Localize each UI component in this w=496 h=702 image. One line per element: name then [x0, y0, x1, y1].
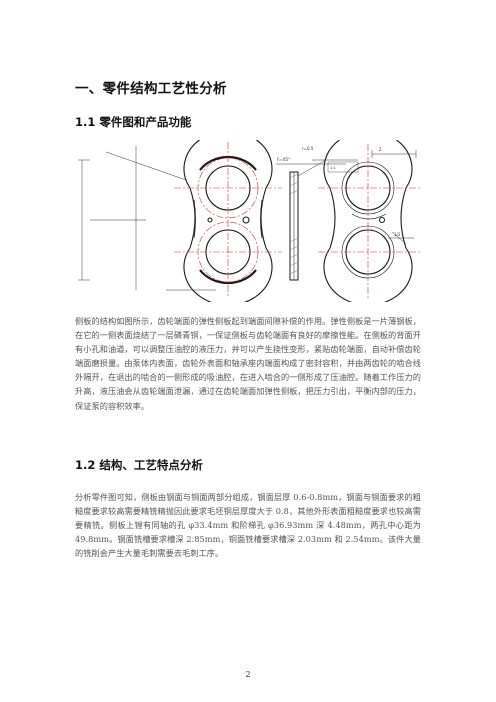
plate-side-view	[289, 171, 299, 281]
annotation-scale: 1:1	[330, 166, 336, 170]
right-leaders	[371, 150, 417, 245]
annotation-radius: r=0.5	[302, 146, 314, 151]
side-view-hatch	[289, 173, 299, 275]
annotation-ref: 2	[379, 147, 382, 152]
page-number: 2	[245, 670, 251, 679]
left-leaders	[78, 146, 216, 291]
subsection-heading-1-1: 1.1 零件图和产品功能	[75, 115, 192, 129]
paragraph-process: 分析零件图可知，侧板由钢面与铜面两部分组成，钢面层厚 0.6-0.8mm，钢面与…	[75, 492, 421, 559]
annotation-fillet: f=45°	[277, 157, 290, 163]
annotation-fraction: 1/2	[394, 232, 401, 237]
subsection-heading-1-2: 1.2 结构、工艺特点分析	[75, 458, 203, 472]
plate-rear-centerlines	[318, 144, 420, 298]
plate-front-centerlines	[174, 142, 282, 298]
tolerance-frame	[327, 161, 359, 173]
part-technical-drawing: f=45° r=0.5 1:1 2	[78, 140, 420, 302]
paragraph-function: 侧板的结构如图所示，齿轮端面的弹性侧板起到端面间隙补偿的作用。弹性侧板是一片薄钢…	[75, 316, 421, 411]
section-heading: 一、零件结构工艺性分析	[75, 81, 227, 97]
side-view-annotations	[276, 159, 358, 177]
